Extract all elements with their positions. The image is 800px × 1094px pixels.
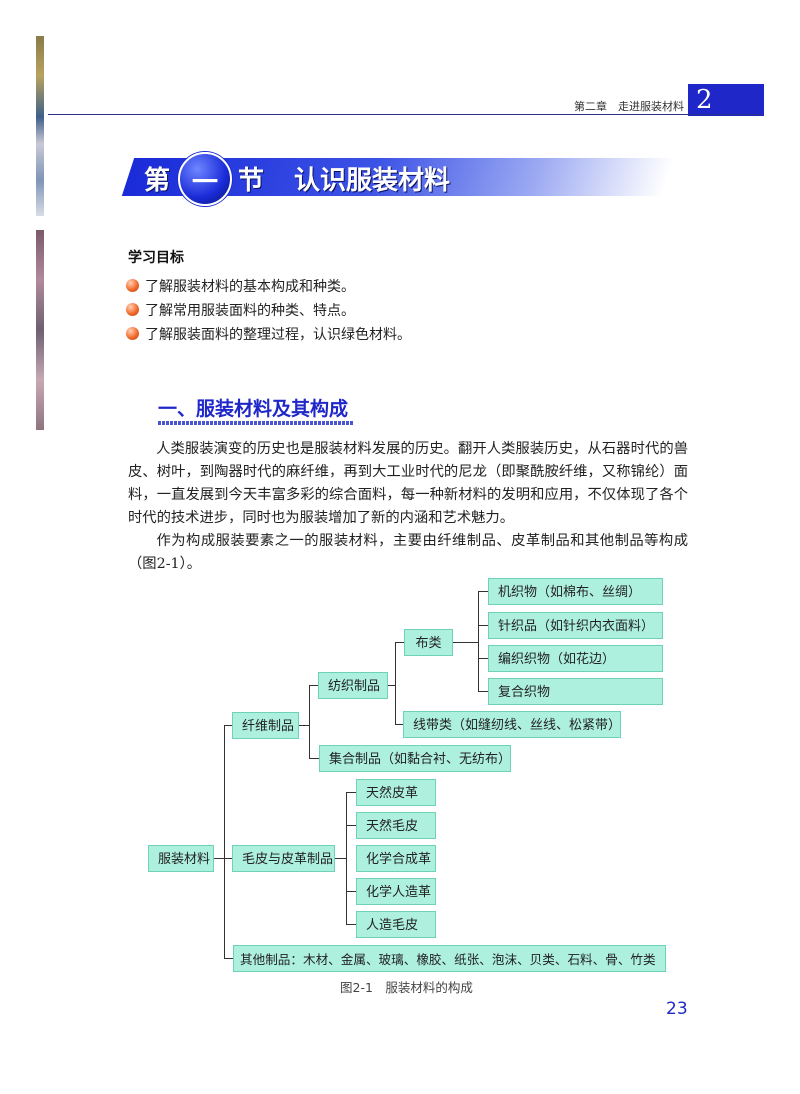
- node-others: 其他制品：木材、金属、玻璃、橡胶、纸张、泡沫、贝类、石料、骨、竹类: [233, 945, 666, 972]
- banner-title: 认识服装材料: [294, 166, 451, 196]
- node-braided: 编织织物（如花边）: [488, 645, 663, 672]
- objectives-title: 学习目标: [128, 250, 184, 266]
- node-synthetic-leather: 化学合成革: [356, 845, 436, 872]
- node-leather-group: 毛皮与皮革制品: [232, 845, 335, 872]
- page-number: 23: [666, 999, 688, 1019]
- node-knitted: 针织品（如针织内衣面料）: [488, 612, 663, 639]
- body-paragraph: 作为构成服装要素之一的服装材料，主要由纤维制品、皮革制品和其他制品等构成（图2-…: [128, 533, 688, 572]
- node-natural-leather: 天然皮革: [356, 779, 436, 806]
- banner-number: 一: [191, 168, 218, 198]
- decorative-photo-strip-top: [36, 36, 44, 216]
- banner-suffix: 节: [238, 166, 265, 196]
- orange-bullet-icon: [126, 327, 139, 340]
- header-rule: [48, 114, 762, 115]
- decorative-photo-strip-bottom: [36, 230, 44, 430]
- node-artificial-fur: 人造毛皮: [356, 911, 436, 938]
- node-natural-fur: 天然毛皮: [356, 812, 436, 839]
- node-composite: 复合织物: [488, 678, 663, 705]
- chapter-number-tab: 2: [688, 84, 764, 116]
- node-cloth: 布类: [404, 629, 453, 656]
- node-fiber-products: 纤维制品: [232, 712, 299, 739]
- section-heading-underline: [158, 421, 354, 425]
- running-header-chapter: 第二章 走进服装材料: [574, 100, 684, 113]
- section-heading: 一、服装材料及其构成: [158, 398, 349, 420]
- objective-item: 了解服装材料的基本构成和种类。: [126, 276, 355, 296]
- objective-item: 了解常用服装面料的种类、特点。: [126, 300, 355, 320]
- banner-prefix: 第: [144, 166, 171, 196]
- objective-item: 了解服装面料的整理过程，认识绿色材料。: [126, 324, 411, 344]
- section-banner: 第 一 节 认识服装材料: [121, 152, 675, 206]
- orange-bullet-icon: [126, 303, 139, 316]
- node-textile-products: 纺织制品: [318, 672, 388, 699]
- node-artificial-leather: 化学人造革: [356, 878, 436, 905]
- figure-caption: 图2-1 服装材料的构成: [340, 980, 473, 995]
- banner-number-circle: 一: [178, 152, 232, 206]
- node-thread: 线带类（如缝纫线、丝线、松紧带）: [403, 711, 621, 738]
- node-root: 服装材料: [148, 845, 214, 872]
- orange-bullet-icon: [126, 279, 139, 292]
- node-woven: 机织物（如棉布、丝绸）: [488, 578, 663, 605]
- body-paragraph: 人类服装演变的历史也是服装材料发展的历史。翻开人类服装历史，从石器时代的兽皮、树…: [128, 441, 688, 526]
- node-nonwoven: 集合制品（如黏合衬、无纺布）: [319, 745, 511, 772]
